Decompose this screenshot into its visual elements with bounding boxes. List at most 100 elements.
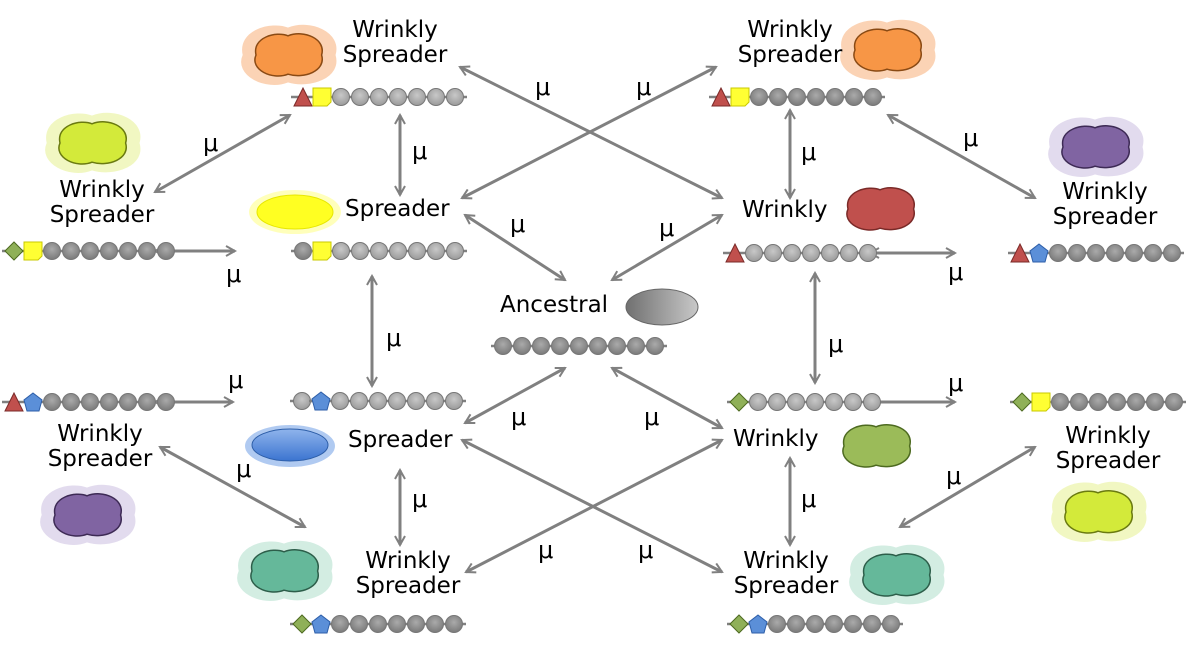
label-line: Wrinkly bbox=[1062, 179, 1148, 205]
gene-bead bbox=[119, 393, 137, 411]
gene-bead bbox=[351, 88, 369, 106]
gene-bead bbox=[783, 244, 801, 262]
gene-bead bbox=[802, 244, 820, 262]
gene-bead bbox=[1127, 393, 1145, 411]
gene-bead bbox=[1163, 244, 1181, 262]
red-cell-icon bbox=[846, 187, 915, 231]
mutation-arrow bbox=[612, 213, 722, 282]
label-ws-far-right-bottom: Wrinkly Spreader bbox=[1048, 424, 1168, 474]
teal-cell-icon bbox=[237, 540, 333, 601]
label-line: Spreader bbox=[1052, 204, 1158, 230]
gene-bead bbox=[787, 393, 805, 411]
triangle-marker-icon bbox=[4, 391, 24, 412]
chromosome-ws-far-left-top bbox=[2, 241, 178, 261]
label-line: Wrinkly bbox=[57, 421, 143, 447]
mu-label: μ bbox=[511, 403, 527, 431]
gene-bead bbox=[551, 337, 569, 355]
gene-bead bbox=[81, 242, 99, 260]
gene-bead bbox=[825, 393, 843, 411]
mu-label: μ bbox=[226, 260, 242, 288]
gene-bead bbox=[389, 242, 407, 260]
gene-bead bbox=[806, 393, 824, 411]
square-marker-icon bbox=[730, 87, 750, 107]
gene-bead bbox=[408, 88, 426, 106]
gene-bead bbox=[388, 615, 406, 633]
gene-bead bbox=[100, 393, 118, 411]
label-ws-top-left: Wrinkly Spreader bbox=[340, 18, 450, 68]
gene-bead bbox=[768, 615, 786, 633]
mu-label: μ bbox=[412, 485, 428, 513]
chromosome-ancestral bbox=[491, 337, 667, 355]
label-spreader-top: Spreader bbox=[345, 197, 450, 222]
gene-bead bbox=[332, 242, 350, 260]
pentagon-marker-icon bbox=[1029, 243, 1049, 263]
gene-bead bbox=[749, 393, 767, 411]
gene-bead bbox=[351, 242, 369, 260]
gene-bead bbox=[100, 242, 118, 260]
label-line: Wrinkly bbox=[747, 17, 833, 43]
square-marker-icon bbox=[312, 241, 332, 261]
chromosome-wrinkly-bottom bbox=[727, 392, 884, 412]
gene-bead bbox=[370, 88, 388, 106]
green-cell-icon bbox=[842, 424, 911, 468]
gene-bead bbox=[426, 392, 444, 410]
gene-bead bbox=[445, 392, 463, 410]
gene-bead bbox=[863, 615, 881, 633]
label-wrinkly-bottom: Wrinkly bbox=[733, 427, 818, 452]
gene-bead bbox=[350, 615, 368, 633]
gene-bead bbox=[646, 337, 664, 355]
mu-label: μ bbox=[659, 214, 675, 242]
gene-bead bbox=[388, 392, 406, 410]
gene-bead bbox=[370, 242, 388, 260]
gene-bead bbox=[864, 88, 882, 106]
gene-bead bbox=[532, 337, 550, 355]
label-line: Spreader bbox=[348, 427, 453, 453]
gene-bead bbox=[859, 244, 877, 262]
gene-bead bbox=[821, 244, 839, 262]
mutation-arrow bbox=[460, 67, 722, 198]
grey-cell-icon bbox=[625, 288, 699, 326]
gene-bead bbox=[608, 337, 626, 355]
label-line: Spreader bbox=[1055, 448, 1161, 474]
label-line: Spreader bbox=[49, 202, 155, 228]
mu-label: μ bbox=[538, 536, 554, 564]
mutation-arrow bbox=[888, 113, 1035, 200]
mu-label: μ bbox=[948, 258, 964, 286]
gene-bead bbox=[787, 615, 805, 633]
label-line: Wrinkly bbox=[733, 426, 819, 452]
mutation-arrow bbox=[900, 445, 1035, 529]
gene-bead bbox=[157, 242, 175, 260]
yellow-cell-icon bbox=[249, 190, 341, 234]
diamond-marker-icon bbox=[292, 614, 312, 634]
gene-bead bbox=[494, 337, 512, 355]
gene-bead bbox=[513, 337, 531, 355]
gene-bead bbox=[427, 242, 445, 260]
gene-bead bbox=[369, 615, 387, 633]
pentagon-marker-icon bbox=[311, 391, 331, 411]
pentagon-marker-icon bbox=[311, 614, 331, 634]
gene-bead bbox=[331, 615, 349, 633]
chromosome-ws-top-right bbox=[709, 86, 885, 107]
gene-bead bbox=[627, 337, 645, 355]
pentagon-marker-icon bbox=[748, 614, 768, 634]
diamond-marker-icon bbox=[729, 614, 749, 634]
gene-bead bbox=[768, 393, 786, 411]
label-ws-top-right: Wrinkly Spreader bbox=[730, 18, 850, 68]
mu-label: μ bbox=[963, 124, 979, 152]
gene-bead bbox=[1051, 393, 1069, 411]
gene-bead bbox=[589, 337, 607, 355]
label-ws-far-right-top: Wrinkly Spreader bbox=[1045, 180, 1165, 230]
mu-label: μ bbox=[948, 369, 964, 397]
blue-cell-icon bbox=[245, 425, 335, 467]
mu-label: μ bbox=[412, 137, 428, 165]
triangle-marker-icon bbox=[711, 86, 731, 107]
gene-bead bbox=[43, 242, 61, 260]
label-ws-bottom-right: Wrinkly Spreader bbox=[726, 549, 846, 599]
purple-cell-icon bbox=[40, 484, 136, 545]
mu-label: μ bbox=[946, 462, 962, 490]
gene-bead bbox=[570, 337, 588, 355]
label-wrinkly-top: Wrinkly bbox=[742, 198, 827, 223]
mu-label: μ bbox=[228, 366, 244, 394]
gene-bead bbox=[745, 244, 763, 262]
gene-bead bbox=[807, 88, 825, 106]
